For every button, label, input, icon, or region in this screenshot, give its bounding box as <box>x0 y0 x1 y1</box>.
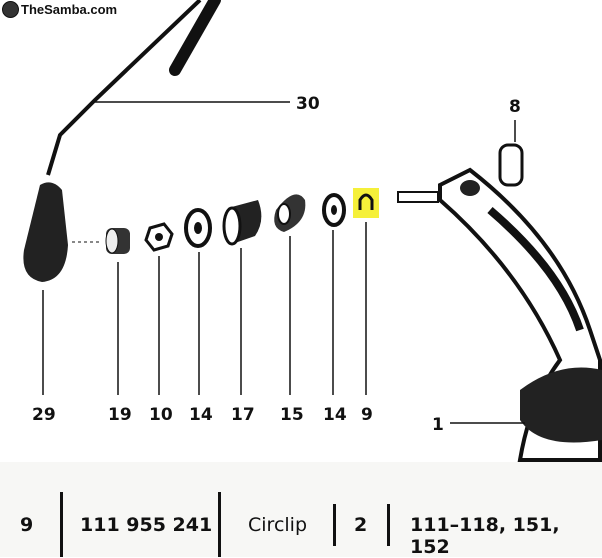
label-14: 14 <box>189 405 213 425</box>
models: 111–118, 151, 152 <box>410 514 560 558</box>
pin-part <box>498 120 524 187</box>
label-10: 10 <box>149 405 173 425</box>
item-number: 9 <box>20 514 34 536</box>
label-30: 30 <box>296 94 320 114</box>
highlight-part-9 <box>353 188 379 218</box>
nut-part <box>144 222 174 252</box>
watermark: TheSamba.com <box>2 1 117 18</box>
label-9: 9 <box>361 405 373 425</box>
spacer-part <box>105 228 130 254</box>
knob-part <box>23 182 69 282</box>
divider <box>60 492 63 557</box>
parts-table-row: 9 111 955 241 Circlip 2 111–118, 151, 15… <box>0 462 602 558</box>
divider <box>387 504 390 546</box>
washer-part <box>322 193 346 227</box>
circlip-part <box>358 193 374 210</box>
divider <box>333 504 336 546</box>
label-29: 29 <box>32 405 56 425</box>
quantity: 2 <box>354 514 368 536</box>
label-19: 19 <box>108 405 132 425</box>
bushing-part <box>222 200 262 246</box>
label-17: 17 <box>231 405 255 425</box>
part-number: 111 955 241 <box>80 514 213 536</box>
label-1: 1 <box>432 415 444 435</box>
label-8: 8 <box>509 97 521 117</box>
label-14b: 14 <box>323 405 347 425</box>
pedal-arm-part <box>397 167 602 462</box>
washer-part <box>184 208 212 248</box>
lever-rod <box>46 0 221 176</box>
spring-part <box>274 194 306 232</box>
leader-lines <box>42 222 525 424</box>
label-15: 15 <box>280 405 304 425</box>
thesamba-logo-icon <box>2 1 19 18</box>
description: Circlip <box>248 514 308 536</box>
divider <box>218 492 221 557</box>
parts-diagram: 30 8 29 19 10 14 17 15 14 9 1 <box>23 0 602 462</box>
